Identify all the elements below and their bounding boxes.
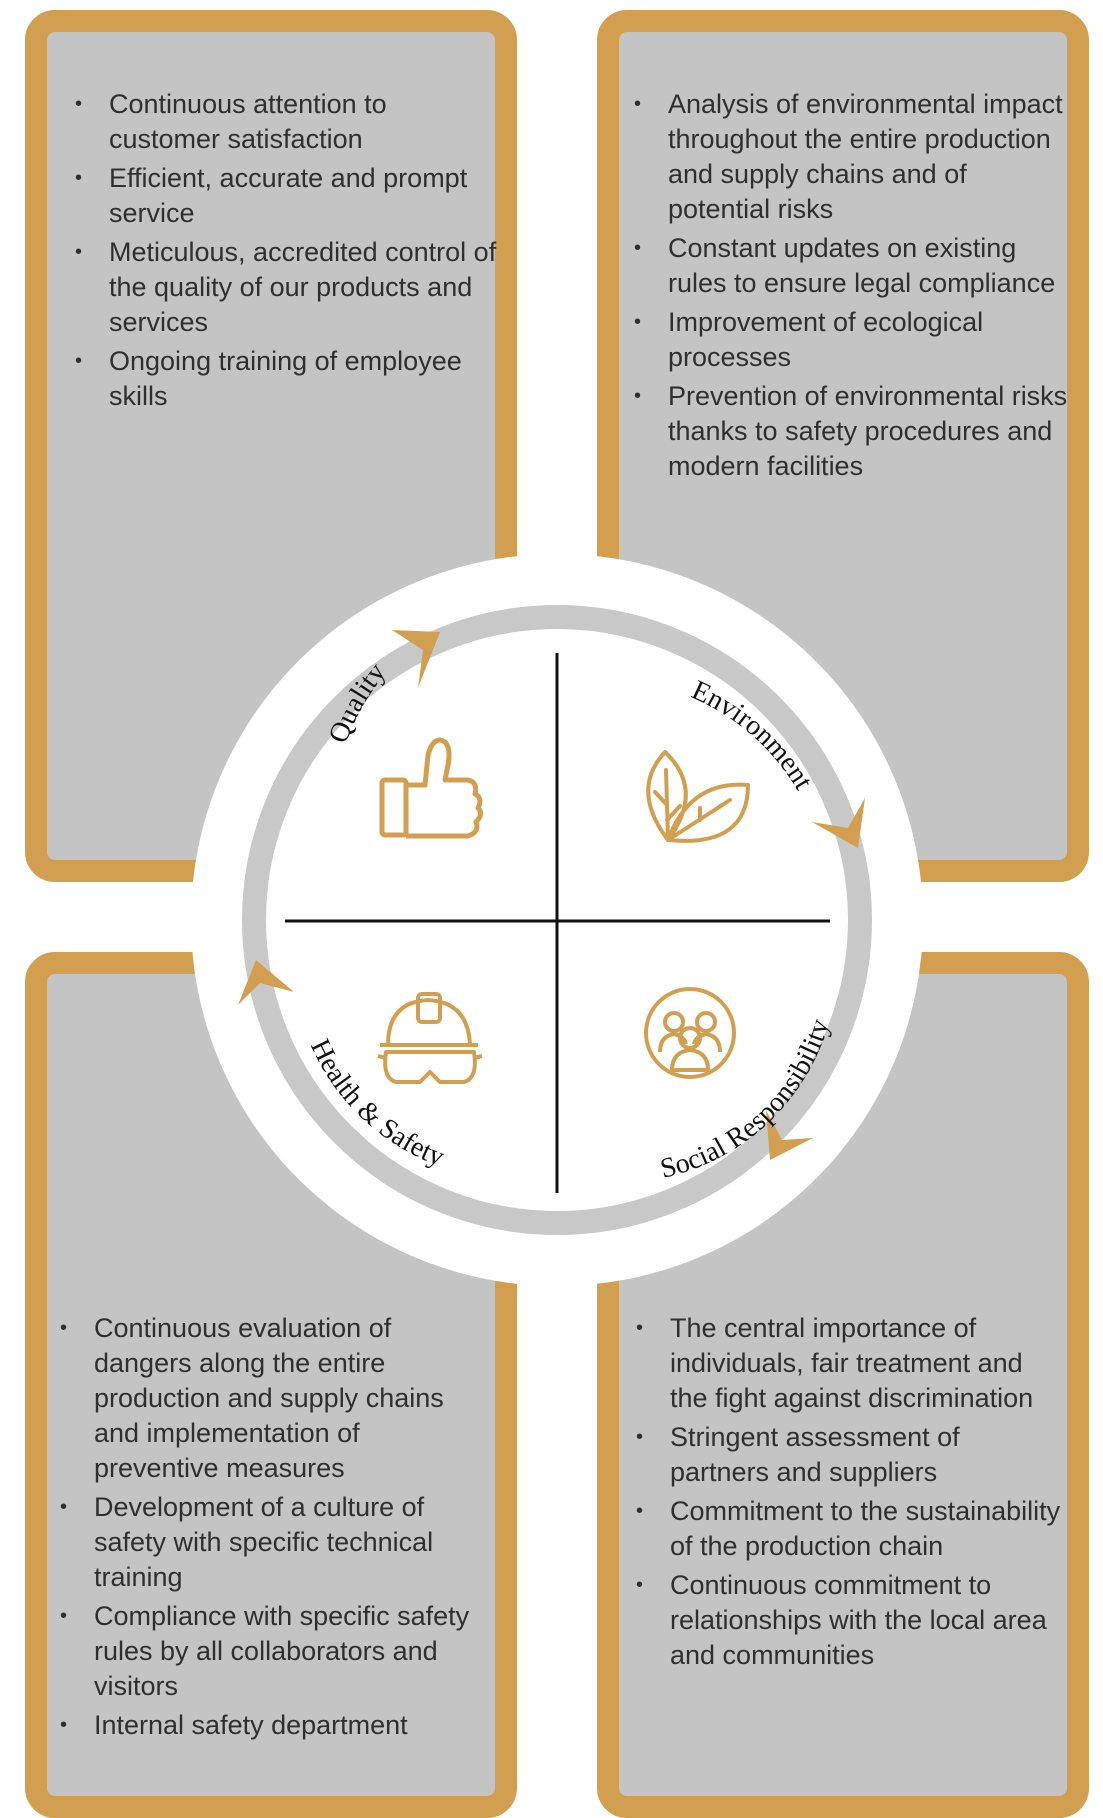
environment-bullet-list: Analysis of environmental impact through…: [634, 87, 1074, 488]
list-item: Commitment to the sustainability of the …: [636, 1494, 1066, 1564]
list-item: Development of a culture of safety with …: [60, 1490, 480, 1595]
list-item: The central importance of individuals, f…: [636, 1311, 1066, 1416]
list-item: Continuous attention to customer satisfa…: [75, 87, 505, 157]
cycle-arrow-right: [812, 798, 865, 848]
cycle-ring: [242, 605, 872, 1235]
list-item: Constant updates on existing rules to en…: [634, 231, 1074, 301]
social-responsibility-bullet-list: The central importance of individuals, f…: [636, 1311, 1066, 1677]
list-item: Prevention of environmental risks thanks…: [634, 379, 1074, 484]
cycle-arrow-top: [392, 630, 440, 688]
leaves-icon: [646, 750, 750, 843]
hard-hat-goggles-icon: [377, 992, 483, 1084]
list-item: Compliance with specific safety rules by…: [60, 1599, 480, 1704]
list-item: Improvement of ecological processes: [634, 305, 1074, 375]
list-item: Meticulous, accredited control of the qu…: [75, 235, 505, 340]
list-item: Analysis of environmental impact through…: [634, 87, 1074, 227]
health-safety-bullet-list: Continuous evaluation of dangers along t…: [60, 1311, 480, 1747]
group-of-people-icon: [644, 987, 736, 1079]
list-item: Ongoing training of employee skills: [75, 344, 505, 414]
list-item: Continuous commitment to relationships w…: [636, 1568, 1066, 1673]
arrow-heads: [238, 630, 865, 1160]
cycle-arrow-bottom-right: [766, 1110, 813, 1160]
thumbs-up-icon: [379, 737, 484, 839]
cycle-arrow-left: [238, 960, 294, 1005]
list-item: Efficient, accurate and prompt service: [75, 161, 505, 231]
list-item: Stringent assessment of partners and sup…: [636, 1420, 1066, 1490]
list-item: Continuous evaluation of dangers along t…: [60, 1311, 480, 1486]
list-item: Internal safety department: [60, 1708, 480, 1743]
quality-bullet-list: Continuous attention to customer satisfa…: [75, 87, 505, 418]
